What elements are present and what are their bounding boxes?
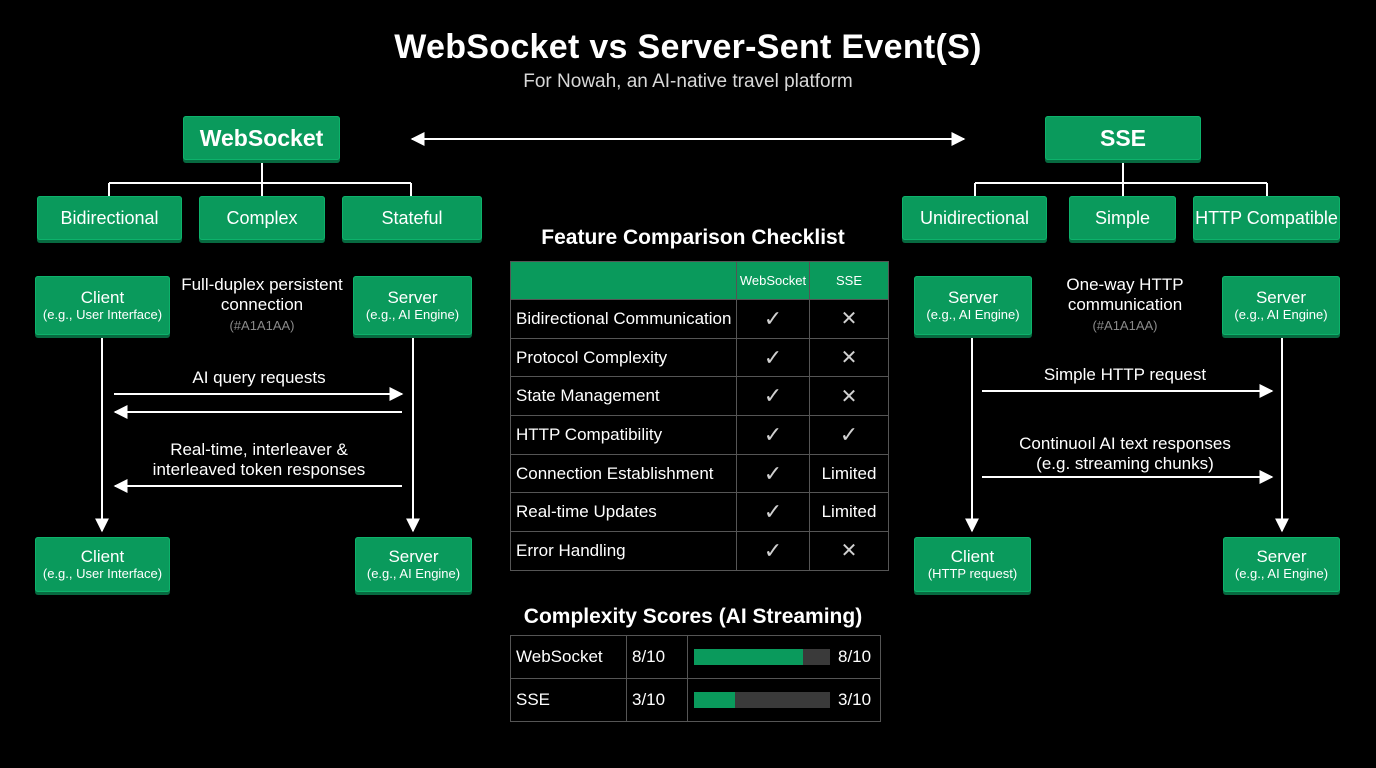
sse-tree-lines <box>974 161 1268 196</box>
check-icon: ✓ <box>763 499 783 525</box>
sse-cell: ✕ <box>809 299 889 339</box>
sse-prop-simple: Simple <box>1069 196 1176 240</box>
cross-icon: ✕ <box>840 308 858 331</box>
check-icon: ✓ <box>763 305 783 331</box>
sse-client-bottom: Client (HTTP request) <box>914 537 1031 592</box>
limited-label: Limited <box>821 463 877 483</box>
progress-bar-fill <box>694 649 803 665</box>
table-header-feature <box>510 261 737 300</box>
feature-name: State Management <box>510 376 737 417</box>
cross-icon: ✕ <box>840 540 858 563</box>
table-row: Bidirectional Communication ✓ ✕ <box>510 299 889 339</box>
complexity-score: 8/10 <box>626 635 688 679</box>
ws-client-bottom: Client (e.g., User Interface) <box>35 537 170 592</box>
sse-server-bottom: Server (e.g., AI Engine) <box>1223 537 1340 592</box>
sse-prop-unidirectional: Unidirectional <box>902 196 1047 240</box>
ws-prop-complex: Complex <box>199 196 325 240</box>
table-header-websocket: WebSocket <box>736 261 810 300</box>
progress-bar-fill <box>694 692 735 708</box>
websocket-heading-box: WebSocket <box>183 116 340 160</box>
websocket-cell: ✓ <box>736 531 810 571</box>
complexity-bar-cell: 3/10 <box>687 678 881 722</box>
complexity-name: WebSocket <box>510 635 627 679</box>
check-icon: ✓ <box>839 421 859 447</box>
cross-icon: ✕ <box>840 347 858 370</box>
sse-cell: ✕ <box>809 376 889 417</box>
progress-bar-track <box>694 692 830 708</box>
table-row: Error Handling ✓ ✕ <box>510 531 889 571</box>
progress-bar-track <box>694 649 830 665</box>
ws-connection-color: (#A1A1AA) <box>229 317 295 333</box>
sse-heading: SSE <box>1099 124 1147 151</box>
progress-bar-label: 3/10 <box>838 690 872 709</box>
table-row: Connection Establishment ✓ Limited <box>510 453 889 494</box>
ws-prop-stateful: Stateful <box>342 196 482 240</box>
websocket-cell: ✓ <box>736 376 810 417</box>
websocket-tree-lines <box>108 161 412 196</box>
table-header-sse: SSE <box>809 261 889 300</box>
check-icon: ✓ <box>763 383 783 409</box>
sse-server-top-left: Server (e.g., AI Engine) <box>914 276 1032 335</box>
check-icon: ✓ <box>763 537 783 563</box>
sse-msg-stream: Continuoıl AI text responses (e.g. strea… <box>1019 434 1231 474</box>
table-row: Protocol Complexity ✓ ✕ <box>510 337 889 378</box>
checklist-title: Feature Comparison Checklist <box>541 226 845 249</box>
limited-label: Limited <box>821 502 877 522</box>
table-row: State Management ✓ ✕ <box>510 376 889 417</box>
feature-name: Connection Establishment <box>510 453 737 494</box>
websocket-cell: ✓ <box>736 492 810 533</box>
ws-msg-responses: Real-time, interleaver & interleaved tok… <box>152 440 366 480</box>
feature-name: Real-time Updates <box>510 492 737 533</box>
feature-name: HTTP Compatibility <box>510 415 737 455</box>
complexity-title: Complexity Scores (AI Streaming) <box>523 605 863 628</box>
sse-server-top-right: Server (e.g., AI Engine) <box>1222 276 1340 335</box>
websocket-heading: WebSocket <box>199 124 324 151</box>
page-subtitle: For Nowah, an AI-native travel platform <box>523 71 853 92</box>
cross-icon: ✕ <box>840 385 858 408</box>
sse-heading-box: SSE <box>1045 116 1201 160</box>
sse-cell: Limited <box>809 492 889 533</box>
sse-cell: ✕ <box>809 531 889 571</box>
sse-connection-color: (#A1A1AA) <box>1092 317 1158 333</box>
sse-cell: Limited <box>809 453 889 494</box>
sse-cell: ✕ <box>809 337 889 378</box>
ws-server-bottom: Server (e.g., AI Engine) <box>355 537 472 592</box>
table-header-row: WebSocket SSE <box>510 261 889 300</box>
websocket-cell: ✓ <box>736 337 810 378</box>
check-icon: ✓ <box>763 344 783 370</box>
progress-bar-label: 8/10 <box>838 647 872 666</box>
complexity-name: SSE <box>510 678 627 722</box>
sse-prop-http-compatible: HTTP Compatible <box>1193 196 1340 240</box>
feature-comparison-table: WebSocket SSE Bidirectional Communicatio… <box>510 261 889 571</box>
sse-connection-label: One-way HTTP communication (#A1A1AA) <box>1052 275 1198 333</box>
check-icon: ✓ <box>763 421 783 447</box>
websocket-cell: ✓ <box>736 415 810 455</box>
websocket-cell: ✓ <box>736 453 810 494</box>
table-row: Real-time Updates ✓ Limited <box>510 492 889 533</box>
feature-name: Bidirectional Communication <box>510 299 737 339</box>
sse-msg-request: Simple HTTP request <box>1043 365 1207 384</box>
ws-server-top: Server (e.g., AI Engine) <box>353 276 472 335</box>
sse-cell: ✓ <box>809 415 889 455</box>
feature-name: Protocol Complexity <box>510 337 737 378</box>
ws-msg-requests: AI query requests <box>192 368 326 387</box>
check-icon: ✓ <box>763 460 783 486</box>
ws-client-top: Client (e.g., User Interface) <box>35 276 170 335</box>
table-row: HTTP Compatibility ✓ ✓ <box>510 415 889 455</box>
complexity-bar-cell: 8/10 <box>687 635 881 679</box>
feature-name: Error Handling <box>510 531 737 571</box>
page-title: WebSocket vs Server-Sent Event(S) <box>394 28 982 66</box>
complexity-score: 3/10 <box>626 678 688 722</box>
ws-prop-bidirectional: Bidirectional <box>37 196 182 240</box>
ws-connection-label: Full-duplex persistent connection (#A1A1… <box>176 275 348 333</box>
websocket-cell: ✓ <box>736 299 810 339</box>
